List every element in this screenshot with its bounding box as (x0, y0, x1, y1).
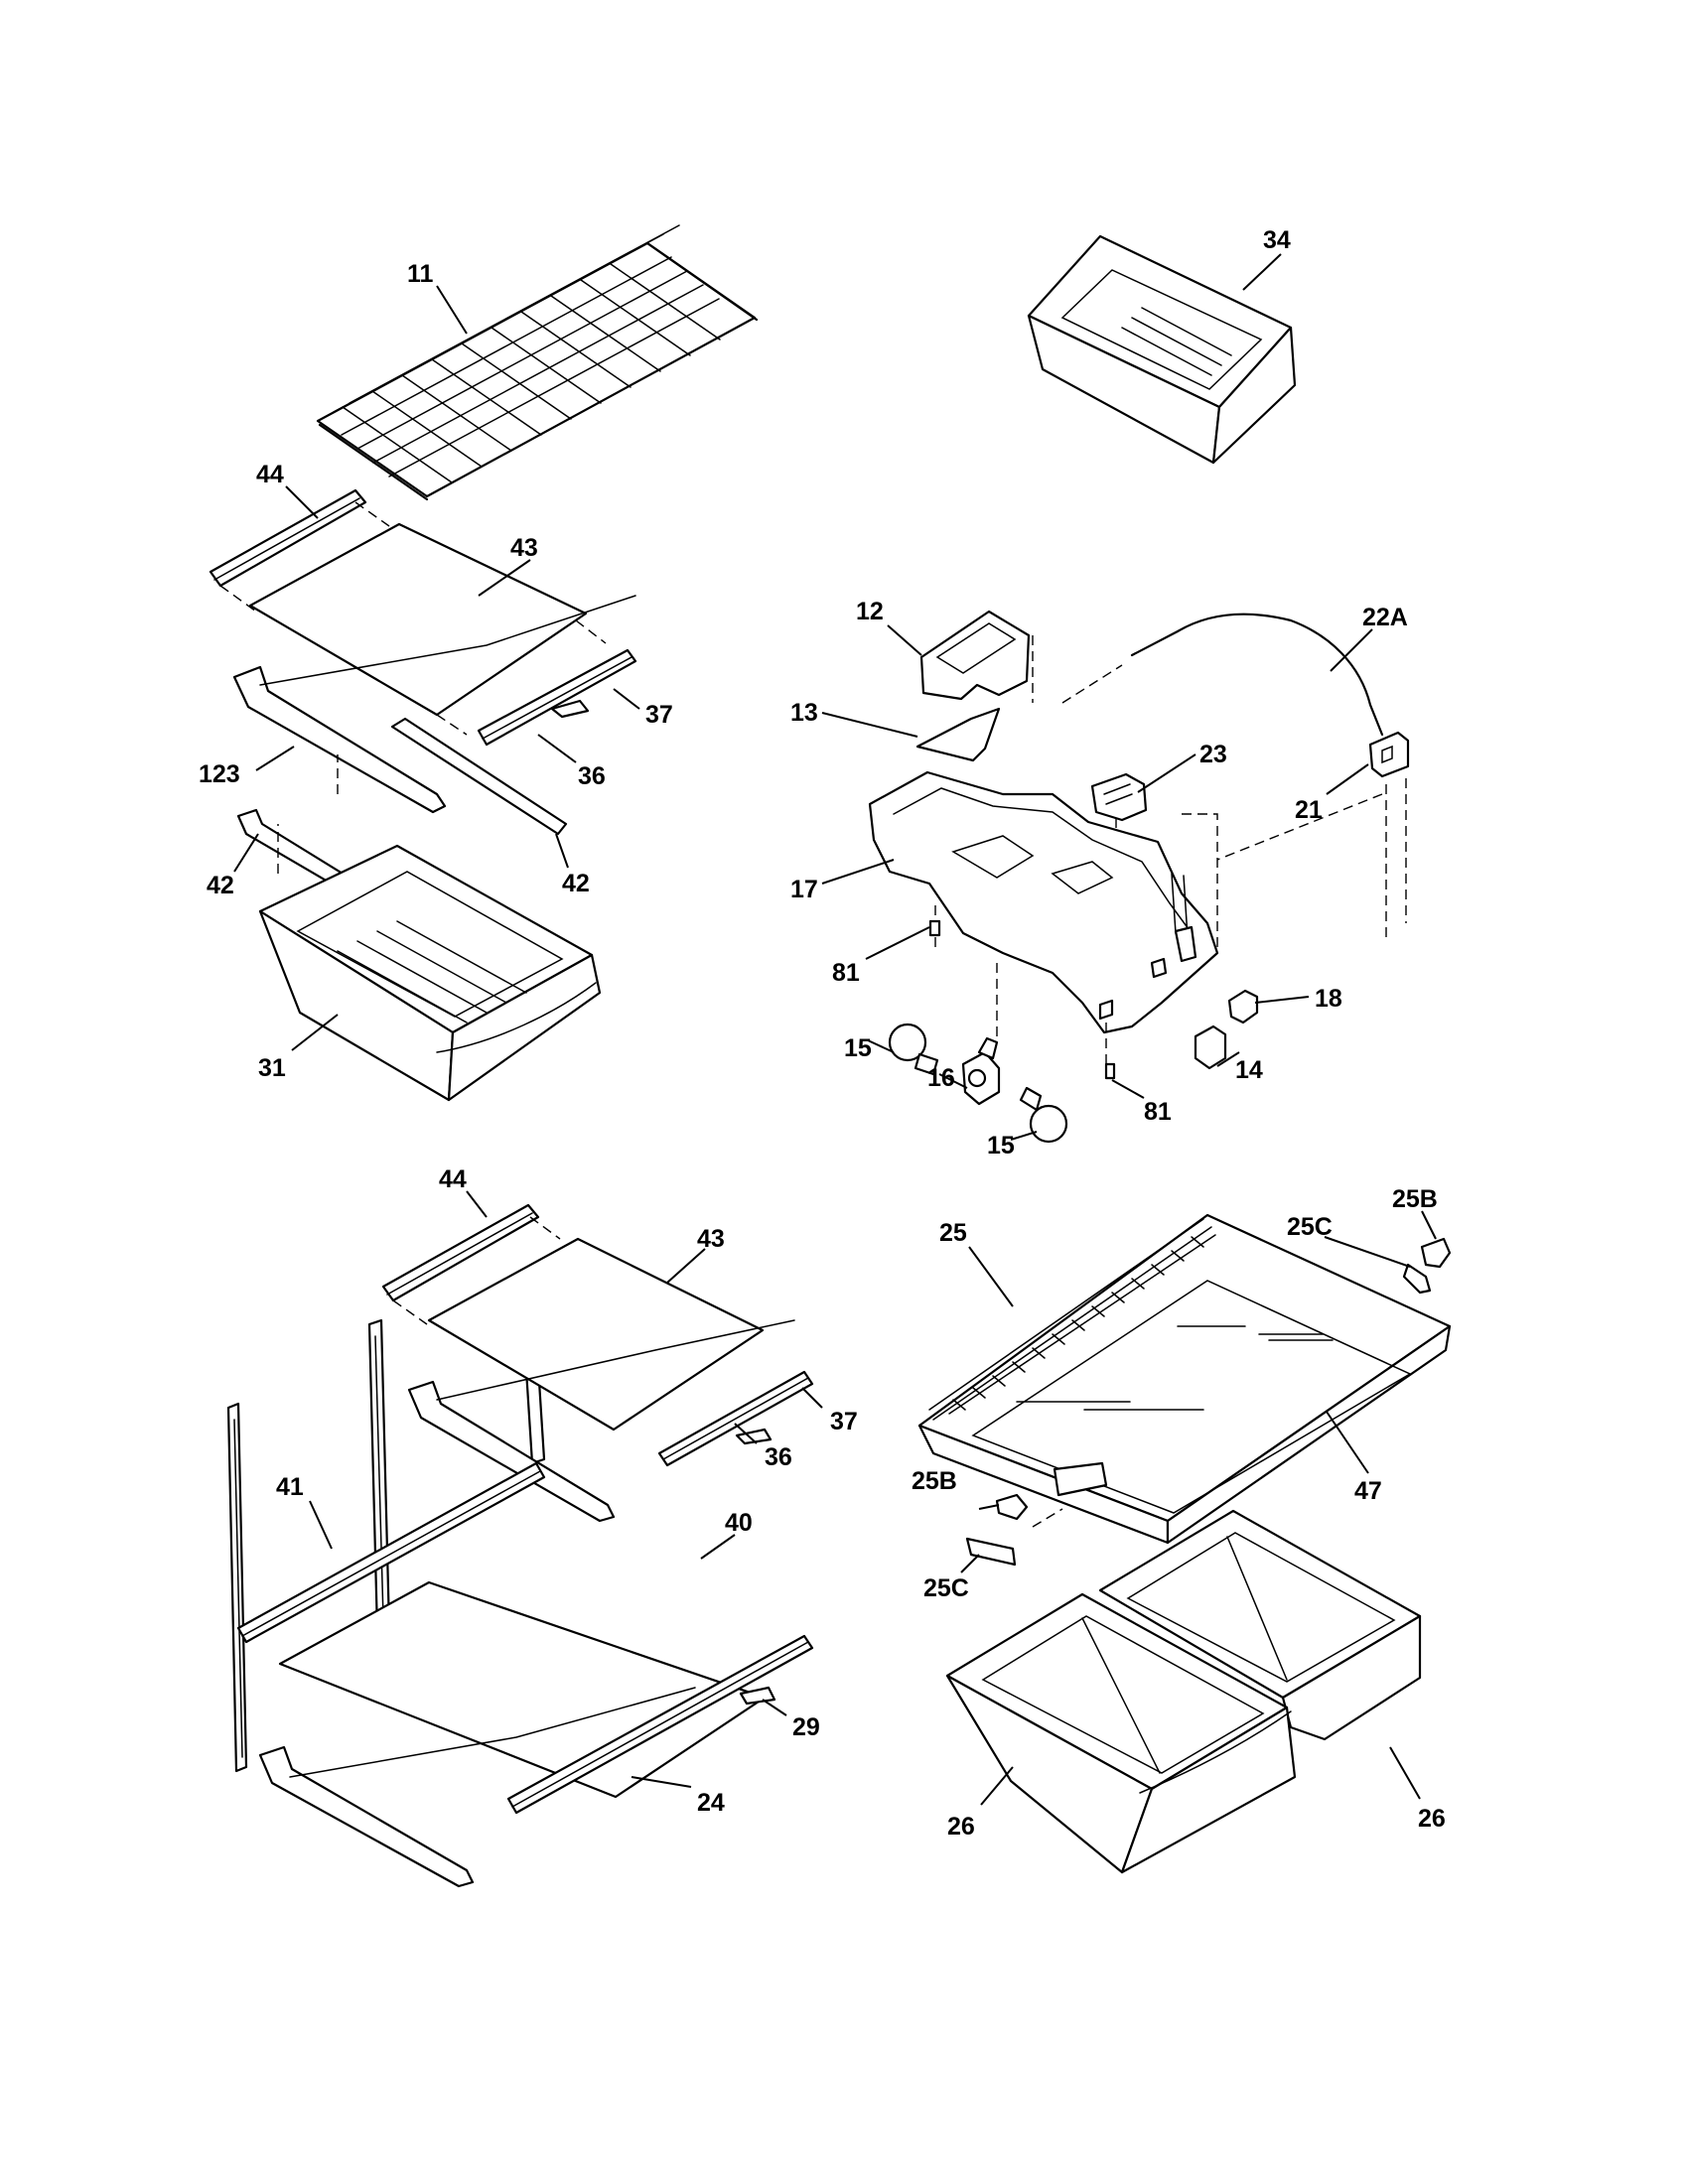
callout-42-left: 42 (207, 872, 234, 899)
callout-25c-top: 25C (1287, 1213, 1333, 1241)
callout-36-bottom: 36 (765, 1443, 792, 1471)
clip-25c-top (1402, 1263, 1432, 1295)
callout-36-top: 36 (578, 762, 606, 790)
callout-26-left: 26 (947, 1813, 975, 1841)
rear-rail-37-bottom (657, 1370, 814, 1467)
callout-47: 47 (1354, 1477, 1382, 1505)
front-trim-44-top (209, 488, 367, 588)
callout-44-top: 44 (256, 461, 284, 488)
callout-12: 12 (856, 598, 884, 625)
callout-41: 41 (276, 1473, 304, 1501)
bulb-15-lower (1019, 1086, 1068, 1144)
callout-42-right: 42 (562, 870, 590, 897)
callout-11: 11 (407, 260, 434, 288)
callout-81-left: 81 (832, 959, 860, 987)
callout-26-right: 26 (1418, 1805, 1446, 1833)
rear-rail-37-top (477, 648, 637, 747)
shelf-frame-36-bottom (407, 1319, 795, 1523)
callout-23: 23 (1199, 741, 1227, 768)
clip-25b-bottom (995, 1493, 1029, 1521)
crisper-drawer-31 (258, 844, 602, 1102)
front-rail-41 (236, 1461, 546, 1644)
callout-81-right: 81 (1144, 1098, 1172, 1126)
callout-37-bottom: 37 (830, 1408, 858, 1435)
shelf-standard-left (226, 1402, 248, 1773)
callout-labels: 11 34 44 43 37 36 123 42 42 31 12 22A 13… (199, 226, 1446, 1841)
knob-25b-top (1420, 1237, 1452, 1269)
callout-21: 21 (1295, 796, 1323, 824)
glass-shelf-43-top (248, 522, 588, 717)
callout-25c-bottom: 25C (923, 1574, 969, 1602)
shelf-standard-mid (367, 1318, 391, 1634)
callout-43-bottom: 43 (697, 1225, 725, 1253)
leader-lines (233, 253, 1437, 1806)
glass-shelf-40 (278, 1580, 767, 1799)
callout-44-bottom: 44 (439, 1165, 467, 1193)
callout-17: 17 (790, 876, 818, 903)
crisper-drawer-26-left (945, 1592, 1297, 1874)
rear-rail-29 (506, 1634, 814, 1815)
deli-drawer-34 (1027, 234, 1297, 465)
callout-15-lower: 15 (987, 1132, 1015, 1160)
crisper-cover-25 (917, 1213, 1452, 1545)
grommet-18 (1227, 989, 1259, 1024)
glass-shelf-43-bottom (427, 1237, 765, 1432)
callout-25b-top: 25B (1392, 1185, 1438, 1213)
switch-14 (1194, 1024, 1227, 1070)
callout-18: 18 (1315, 985, 1342, 1013)
callout-29: 29 (792, 1713, 820, 1741)
callout-16: 16 (927, 1064, 955, 1092)
shelf-frame-top (232, 595, 636, 836)
wire-shelf-11 (316, 224, 759, 501)
bulb-15-upper (888, 1023, 939, 1076)
screw-81-left (928, 919, 941, 937)
callout-43-top: 43 (510, 534, 538, 562)
callout-40: 40 (725, 1509, 753, 1537)
callout-31: 31 (258, 1054, 286, 1082)
socket-16 (961, 1036, 1001, 1106)
callout-123: 123 (199, 760, 240, 788)
shelf-frame-24 (258, 1687, 696, 1888)
light-cover-12 (919, 610, 1031, 701)
callout-25b-bottom: 25B (912, 1467, 957, 1495)
light-housing-17 (868, 770, 1219, 1034)
control-23 (1090, 772, 1148, 822)
crisper-drawer-26-right (1098, 1509, 1422, 1741)
callout-13: 13 (790, 699, 818, 727)
callout-24: 24 (697, 1789, 725, 1817)
slider-25c-bottom (965, 1537, 1017, 1567)
callout-15-upper: 15 (844, 1034, 872, 1062)
shade-13 (915, 707, 1001, 762)
callout-34: 34 (1263, 226, 1291, 254)
wire-harness-22a (1130, 613, 1384, 737)
screw-81-right (1104, 1062, 1116, 1080)
callout-14: 14 (1235, 1056, 1263, 1084)
callout-22a: 22A (1362, 604, 1408, 631)
callout-25: 25 (939, 1219, 967, 1247)
switch-21 (1368, 731, 1410, 778)
callout-37-top: 37 (645, 701, 673, 729)
front-trim-44-bottom (381, 1203, 540, 1302)
